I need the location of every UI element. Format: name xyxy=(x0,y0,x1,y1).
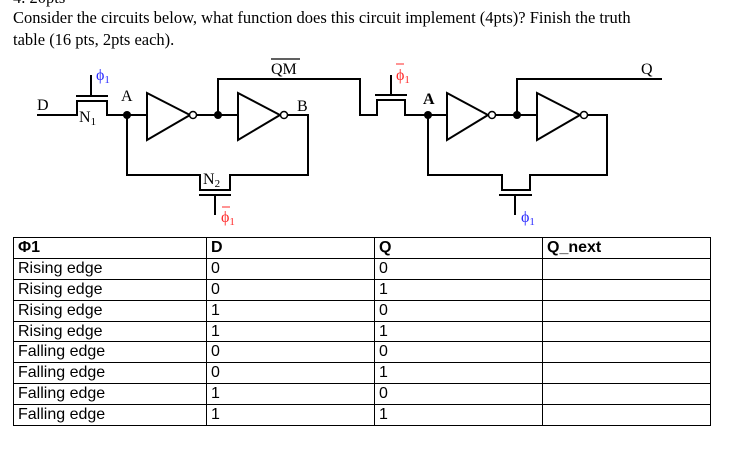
cell-phi1: Falling edge xyxy=(13,341,207,364)
inverter-2 xyxy=(237,91,289,142)
cell-phi1: Rising edge xyxy=(13,320,207,343)
header-phi1: Φ1 xyxy=(13,237,207,259)
cell-q-next[interactable] xyxy=(542,362,711,385)
cell-q-next[interactable] xyxy=(542,320,711,343)
n4-gate-label-phi1: ϕ1 xyxy=(521,209,535,228)
cell-d: 1 xyxy=(206,404,375,427)
q-label: Q xyxy=(641,61,653,78)
feedback-wire-2 xyxy=(427,114,608,191)
question-text-line1: Consider the circuits below, what functi… xyxy=(13,8,631,27)
qm-wire xyxy=(217,78,447,116)
cell-d: 0 xyxy=(206,278,375,301)
inverter-1 xyxy=(146,91,198,142)
node-b-label: B xyxy=(297,98,308,115)
n2-label: N2 xyxy=(203,171,220,190)
inverter-3 xyxy=(446,91,497,142)
cell-d: 1 xyxy=(206,320,375,343)
inverter-4 xyxy=(536,91,589,142)
cell-d: 1 xyxy=(206,383,375,406)
node-a2-label: A xyxy=(423,91,435,108)
cell-d: 0 xyxy=(206,257,375,280)
cell-phi1: Rising edge xyxy=(13,257,207,280)
cell-q-next[interactable] xyxy=(542,383,711,406)
qm-label: QM xyxy=(271,61,297,78)
cell-phi1: Falling edge xyxy=(13,362,207,385)
transistor-n2 xyxy=(199,194,231,215)
transistor-n3 xyxy=(375,75,407,96)
cell-q: 1 xyxy=(374,320,543,343)
n3-gate-label-phi1-bar: ϕ1 xyxy=(396,67,410,86)
question-header: 4. 20pts xyxy=(13,0,65,8)
cell-phi1: Rising edge xyxy=(13,278,207,301)
cell-d: 1 xyxy=(206,299,375,322)
question-text-line2: table (16 pts, 2pts each). xyxy=(13,30,175,49)
cell-phi1: Rising edge xyxy=(13,299,207,322)
cell-q: 0 xyxy=(374,257,543,280)
header-q: Q xyxy=(374,237,543,259)
input-label-d: D xyxy=(37,97,49,114)
cell-q: 0 xyxy=(374,299,543,322)
header-d: D xyxy=(206,237,375,259)
cell-q-next[interactable] xyxy=(542,341,711,364)
cell-q: 1 xyxy=(374,362,543,385)
table-header-row: Φ1 D Q Q_next xyxy=(13,237,711,259)
n1-label: N1 xyxy=(79,109,96,128)
cell-q-next[interactable] xyxy=(542,257,711,280)
cell-q-next[interactable] xyxy=(542,299,711,322)
cell-d: 0 xyxy=(206,341,375,364)
input-wire xyxy=(37,100,127,116)
cell-q: 0 xyxy=(374,383,543,406)
q-output-wire xyxy=(516,78,662,115)
transistor-n4 xyxy=(499,194,532,215)
cell-d: 0 xyxy=(206,362,375,385)
node-a-label: A xyxy=(121,88,133,105)
cell-phi1: Falling edge xyxy=(13,404,207,427)
cell-phi1: Falling edge xyxy=(13,383,207,406)
cell-q: 1 xyxy=(374,404,543,427)
transistor-n1 xyxy=(76,75,108,97)
feedback-wire-1 xyxy=(126,114,309,191)
n2-gate-label-phi1-bar: ϕ1 xyxy=(221,209,235,228)
header-q-next: Q_next xyxy=(542,237,711,259)
cell-q: 0 xyxy=(374,341,543,364)
cell-q-next[interactable] xyxy=(542,278,711,301)
n1-gate-label-phi1: ϕ1 xyxy=(96,67,110,86)
cell-q: 1 xyxy=(374,278,543,301)
circuit-diagram: D N1 ϕ1 A QM B N2 ϕ1 ϕ1 A Q ϕ1 xyxy=(37,58,662,228)
cell-q-next[interactable] xyxy=(542,404,711,427)
